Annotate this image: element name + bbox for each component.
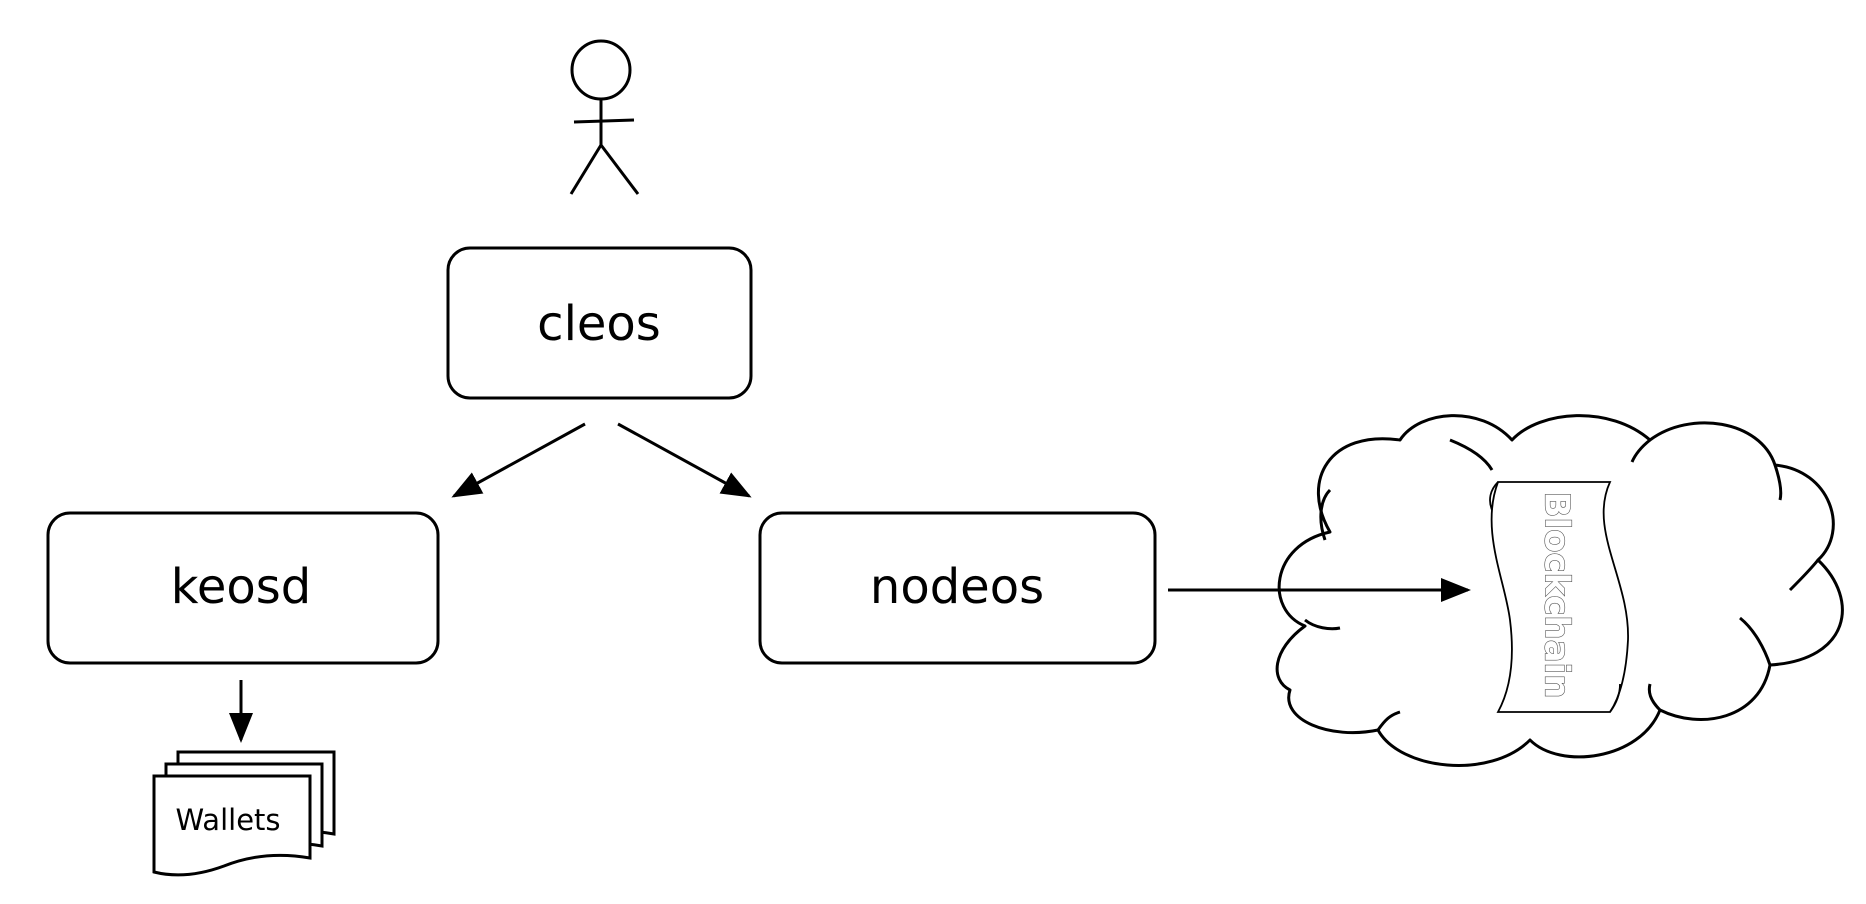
- cleos-label: cleos: [537, 296, 661, 352]
- scroll-icon: [1489, 481, 1629, 713]
- keosd-label: keosd: [171, 559, 311, 615]
- wallets-label: Wallets: [175, 803, 280, 837]
- nodeos-node: nodeos: [758, 511, 1157, 665]
- cleos-to-keosd-arrow: [451, 422, 586, 498]
- cleos-node: cleos: [446, 246, 753, 400]
- blockchain-label: Blockchain: [1537, 492, 1577, 699]
- cleos-to-nodeos-arrow: [617, 422, 752, 498]
- keosd-node: keosd: [46, 511, 440, 665]
- wallets-icon: [152, 750, 336, 877]
- user-icon: [569, 39, 640, 195]
- nodeos-label: nodeos: [870, 559, 1044, 615]
